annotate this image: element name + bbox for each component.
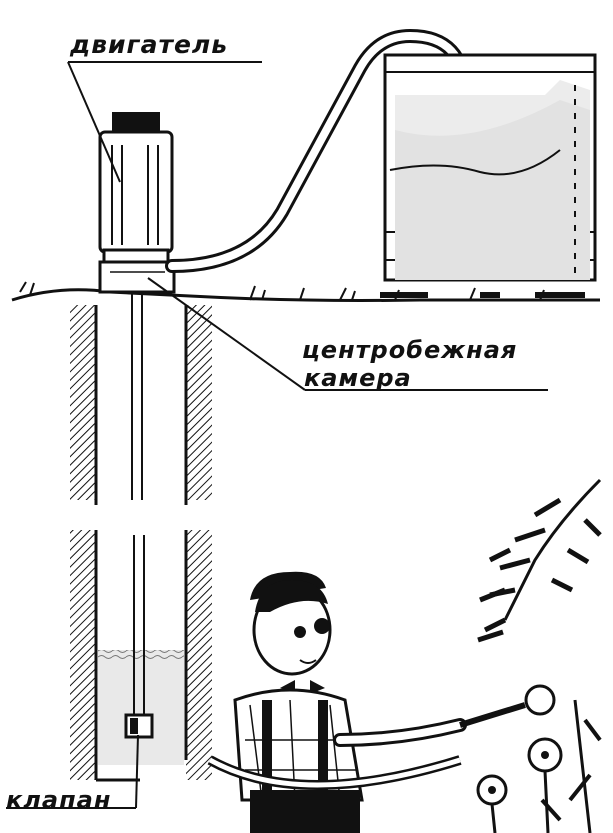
well-shaft-lower — [70, 530, 212, 782]
ground — [11, 281, 600, 302]
well-shaft-upper — [70, 305, 212, 505]
centrifugal-chamber-label-line1: центробежная — [302, 336, 518, 364]
foot-valve — [124, 713, 154, 739]
valve-label: клапан — [6, 786, 112, 814]
flowers-illustration — [476, 684, 602, 833]
leader-lines — [6, 61, 548, 809]
suction-pipe — [131, 280, 145, 715]
boy-illustration — [207, 571, 526, 833]
centrifugal-chamber-label-line2: камера — [304, 364, 412, 392]
bush-illustration — [477, 478, 602, 643]
motor — [98, 112, 174, 266]
water-tank — [383, 53, 597, 282]
motor-label: двигатель — [70, 30, 229, 59]
